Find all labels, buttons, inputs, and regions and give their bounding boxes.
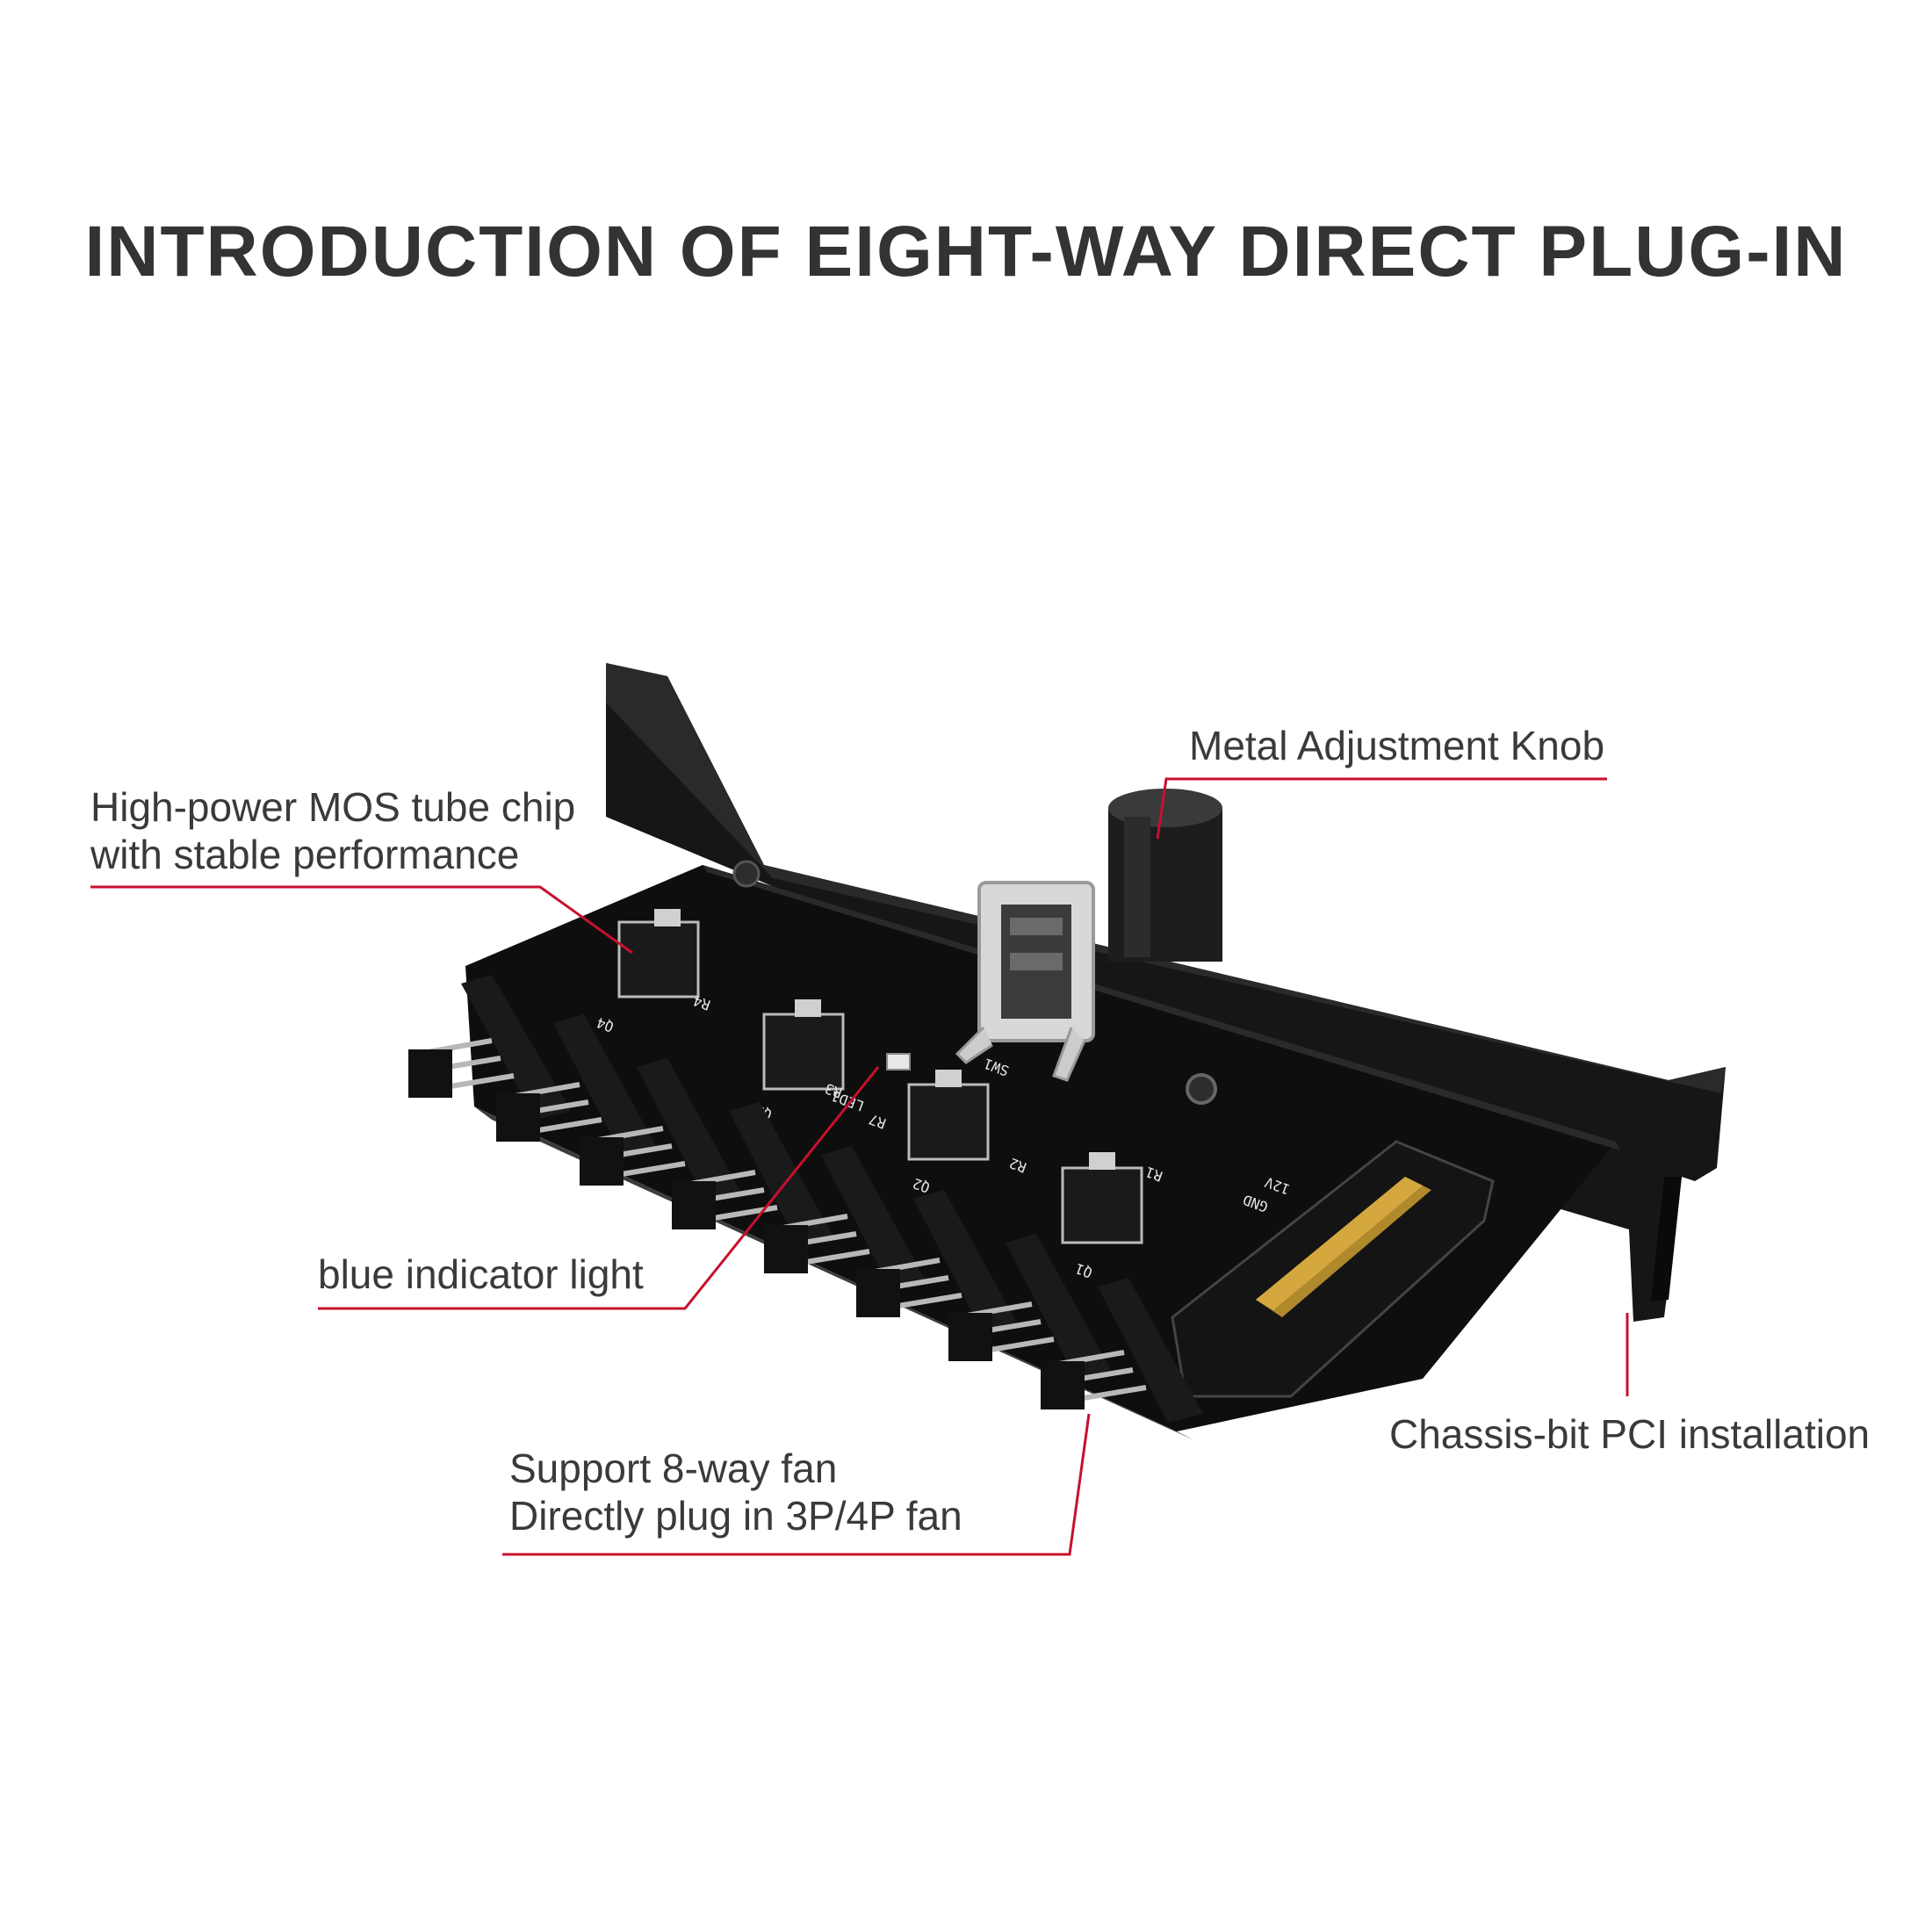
callout-knob-text: Metal Adjustment Knob xyxy=(1189,723,1605,768)
fan-header xyxy=(672,1102,834,1247)
mosfet-chip-q1 xyxy=(1061,1152,1143,1244)
fan-leader-line xyxy=(502,1413,1091,1556)
mos-leader-line xyxy=(90,885,633,955)
fan-header xyxy=(580,1058,742,1203)
metal-adjustment-knob xyxy=(1108,789,1222,962)
fan-header xyxy=(1041,1278,1203,1423)
callout-mos-line1: High-power MOS tube chip xyxy=(90,784,576,830)
callout-metal-knob: Metal Adjustment Knob xyxy=(1189,722,1604,769)
callout-fan-support: Support 8-way fan Directly plug in 3P/4P… xyxy=(509,1445,962,1539)
blue-indicator-light xyxy=(886,1053,911,1071)
callout-fan-line1: Support 8-way fan xyxy=(509,1445,838,1491)
screw-hole xyxy=(1186,1073,1217,1105)
callout-leader-lines xyxy=(90,777,1629,1556)
callout-pci-text: Chassis-bit PCI installation xyxy=(1389,1411,1871,1457)
indicator-leader-line xyxy=(318,1066,880,1310)
callout-pci-installation: Chassis-bit PCI installation xyxy=(1389,1410,1870,1458)
fan-header xyxy=(496,1014,659,1159)
callout-indicator-light: blue indicator light xyxy=(318,1251,644,1298)
mosfet-chip-q4 xyxy=(617,909,700,998)
fan-header xyxy=(408,975,571,1120)
page-title: INTRODUCTION OF EIGHT-WAY DIRECT PLUG-IN xyxy=(84,212,1848,292)
fan-header xyxy=(856,1190,1019,1335)
fan-header xyxy=(764,1146,926,1291)
callout-mos-chip: High-power MOS tube chip with stable per… xyxy=(90,783,575,878)
fan-header-row xyxy=(408,975,1203,1423)
callout-indicator-text: blue indicator light xyxy=(318,1251,644,1297)
potentiometer-switch xyxy=(955,881,1095,1082)
knob-leader-line xyxy=(1156,777,1607,840)
callout-mos-line2: with stable performance xyxy=(90,832,520,877)
callout-fan-line2: Directly plug in 3P/4P fan xyxy=(509,1493,962,1539)
fan-header xyxy=(948,1234,1111,1379)
screw-hole xyxy=(732,860,761,888)
mosfet-chip-q3 xyxy=(762,999,845,1091)
mosfet-chip-q2 xyxy=(907,1070,990,1161)
